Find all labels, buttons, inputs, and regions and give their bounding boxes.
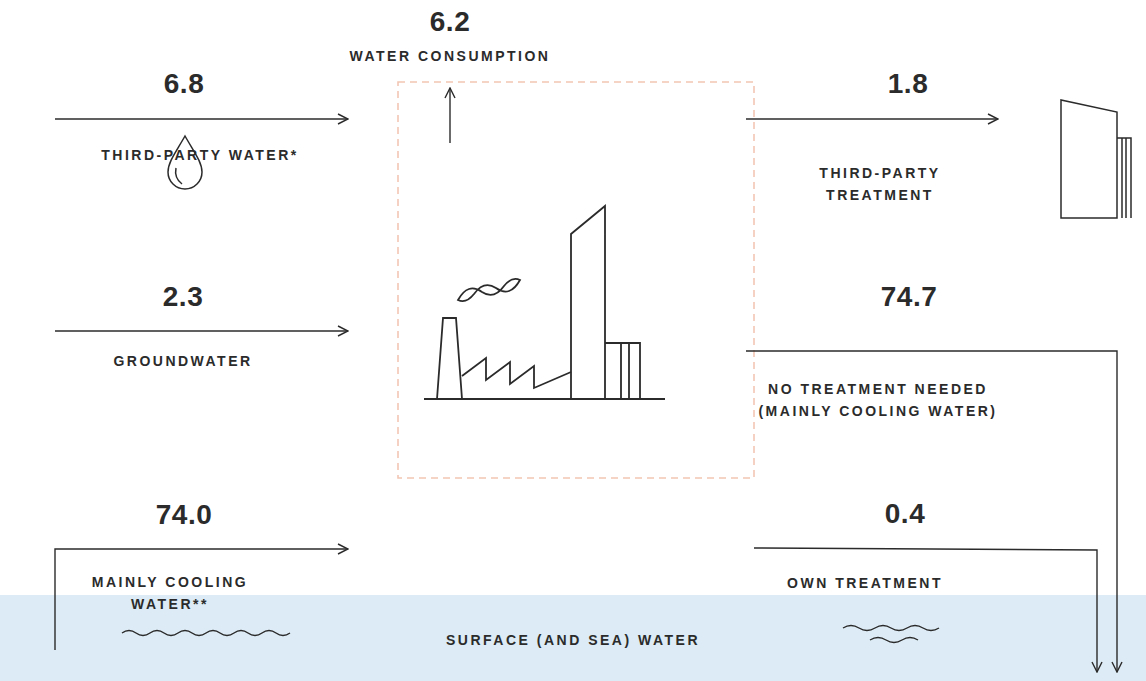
band-label: SURFACE (AND SEA) WATER bbox=[446, 632, 700, 648]
flow-label: OWN TREATMENT bbox=[787, 572, 943, 594]
treatment-building-icon bbox=[1061, 100, 1131, 218]
flow-value: 6.8 bbox=[164, 68, 204, 100]
flow-value: 1.8 bbox=[888, 68, 928, 100]
site-boundary bbox=[398, 82, 754, 478]
flow-value: 74.7 bbox=[881, 281, 938, 313]
flow-label: MAINLY COOLING WATER** bbox=[70, 571, 270, 615]
flow-value: 6.2 bbox=[430, 6, 470, 38]
flow-arrows bbox=[55, 88, 1117, 672]
flow-label: NO TREATMENT NEEDED (MAINLY COOLING WATE… bbox=[728, 378, 1028, 422]
flow-label: WATER CONSUMPTION bbox=[350, 45, 551, 67]
factory-icon bbox=[424, 206, 665, 399]
flow-value: 74.0 bbox=[156, 499, 213, 531]
waves bbox=[122, 626, 939, 643]
flow-value: 0.4 bbox=[885, 498, 925, 530]
flow-label: THIRD-PARTY WATER* bbox=[101, 144, 298, 166]
flow-value: 2.3 bbox=[163, 281, 203, 313]
flow-label: THIRD-PARTY TREATMENT bbox=[795, 162, 965, 206]
flow-label: GROUNDWATER bbox=[113, 350, 252, 372]
